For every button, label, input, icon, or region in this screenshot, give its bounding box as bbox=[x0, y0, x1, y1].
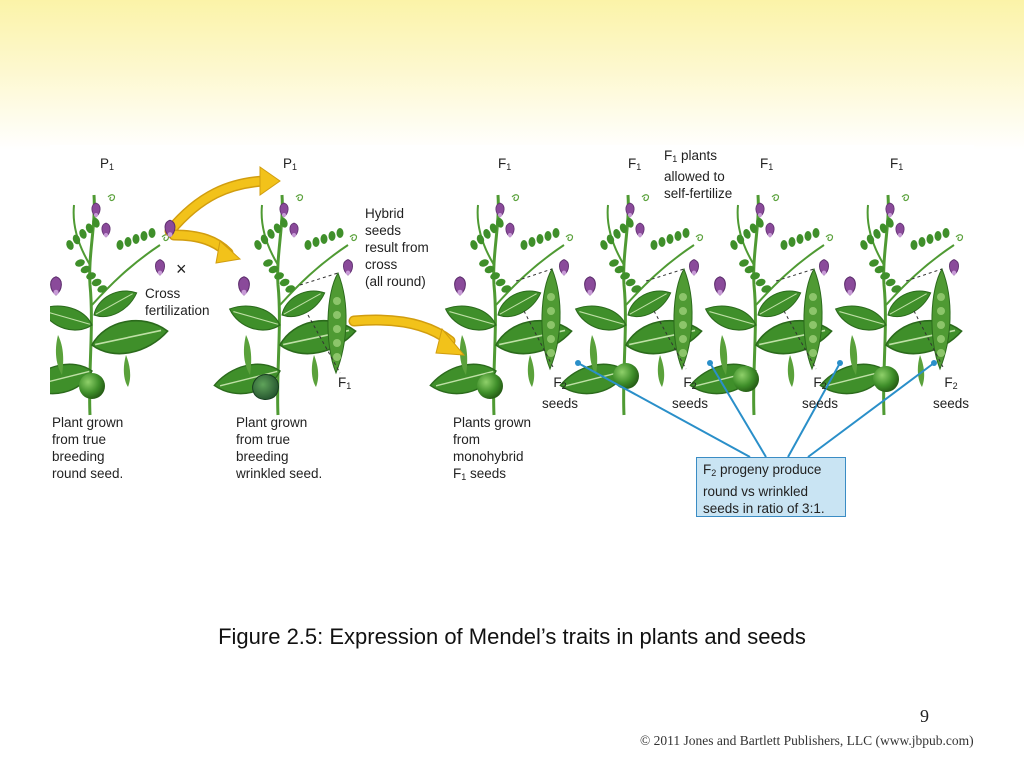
copyright-notice: © 2011 Jones and Bartlett Publishers, LL… bbox=[640, 733, 974, 748]
f1-seed-arrow bbox=[348, 314, 466, 356]
gen-label-f1-d: F1 bbox=[890, 156, 904, 172]
gen-label-p1-right: P1 bbox=[283, 156, 298, 172]
gen-label-f1-a: F1 bbox=[498, 156, 512, 172]
mendel-figure: P1 P1 F1 F1 F1 F1 F1 × Cross fertilizati… bbox=[50, 145, 974, 535]
cross-arrow-down bbox=[168, 229, 242, 264]
pod-f1 bbox=[327, 272, 347, 374]
seed-round-p1 bbox=[79, 373, 105, 399]
slide-number: 9 bbox=[920, 706, 929, 726]
figure-caption: Figure 2.5: Expression of Mendel’s trait… bbox=[218, 624, 806, 649]
seed-f2-c bbox=[873, 366, 899, 392]
gen-label-p1-left: P1 bbox=[100, 156, 115, 172]
gen-label-f1-b: F1 bbox=[628, 156, 642, 172]
cross-fertilization-label: Cross fertilization bbox=[145, 286, 210, 318]
cross-arrow-up bbox=[164, 166, 281, 237]
hybrid-seeds-label: Hybrid seeds result from cross (all roun… bbox=[365, 206, 429, 289]
pod-f2-d bbox=[931, 268, 951, 370]
plant-wrinkled-description: Plant grown from true breeding wrinkled … bbox=[236, 415, 323, 481]
seed-wrinkled-p1 bbox=[252, 374, 279, 400]
gen-label-f1-c: F1 bbox=[760, 156, 774, 172]
figure-artwork bbox=[50, 166, 974, 458]
pod-f2-c bbox=[803, 268, 823, 370]
seed-f1 bbox=[477, 373, 503, 399]
ratio-box: F2 progeny produce round vs wrinkled see… bbox=[696, 457, 846, 517]
plant-round-description: Plant grown from true breeding round see… bbox=[52, 415, 124, 481]
f1-self-fertilize-label: F1 plants allowed to self-fertilize bbox=[664, 148, 733, 201]
seed-f2-a bbox=[613, 363, 639, 389]
pod-f2-a bbox=[541, 268, 561, 370]
gen-label-f1-pod: F1 bbox=[338, 375, 352, 391]
seed-f2-b bbox=[733, 366, 759, 392]
cross-symbol: × bbox=[176, 259, 187, 279]
ratio-connectors bbox=[577, 362, 935, 458]
pod-f2-b bbox=[673, 268, 693, 370]
